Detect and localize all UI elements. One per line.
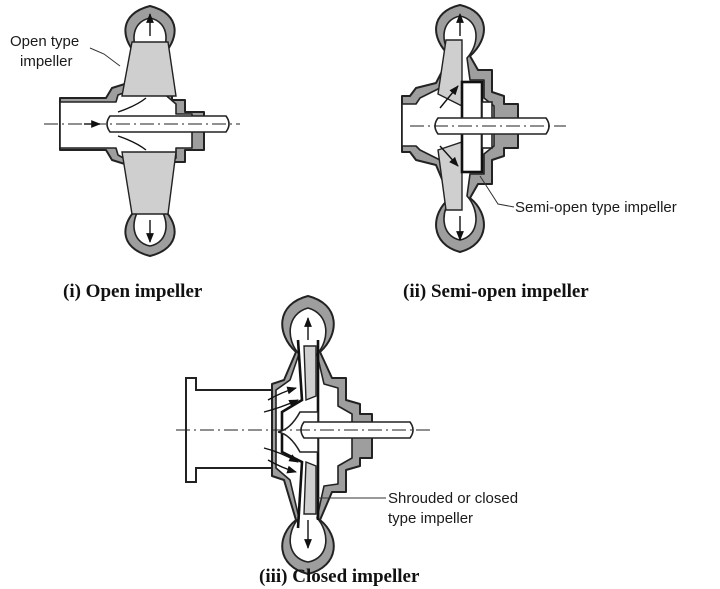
open-eye-flow-lower xyxy=(117,135,147,151)
closed-eye-flow-upper xyxy=(263,399,299,413)
closed-vane-lower xyxy=(303,460,317,515)
semi-open-label-leader xyxy=(479,175,515,208)
open-impeller-diagram: Open type impeller (i) Open impeller xyxy=(10,5,240,302)
semi-open-eye-arrow-lower xyxy=(439,145,459,167)
open-eye-flow-upper xyxy=(117,97,147,113)
semi-open-eye-arrow-upper xyxy=(439,85,459,109)
closed-impeller-caption: (iii) Closed impeller xyxy=(259,566,420,587)
open-type-label-line1: Open type xyxy=(10,33,79,50)
semi-open-impeller-diagram: Semi-open type impeller (ii) Semi-open i… xyxy=(401,4,677,302)
open-label-leader xyxy=(89,47,121,67)
open-type-label-line2: impeller xyxy=(20,53,73,70)
closed-eye-flow-lower-2 xyxy=(267,459,297,474)
closed-type-label-line1: Shrouded or closed xyxy=(388,490,518,507)
closed-eye-flow-lower xyxy=(263,447,299,463)
closed-impeller-diagram: Shrouded or closed type impeller (iii) C… xyxy=(176,295,518,587)
closed-eye-flow-upper-2 xyxy=(267,386,297,401)
open-impeller-caption: (i) Open impeller xyxy=(63,281,203,302)
closed-type-label-line2: type impeller xyxy=(388,510,473,527)
closed-vane-upper xyxy=(303,345,317,402)
semi-open-impeller-caption: (ii) Semi-open impeller xyxy=(403,281,589,302)
semi-open-type-label: Semi-open type impeller xyxy=(515,199,677,216)
semi-open-vane-lower xyxy=(437,141,463,211)
open-vane-lower xyxy=(121,151,177,215)
open-vane-upper xyxy=(121,41,177,97)
